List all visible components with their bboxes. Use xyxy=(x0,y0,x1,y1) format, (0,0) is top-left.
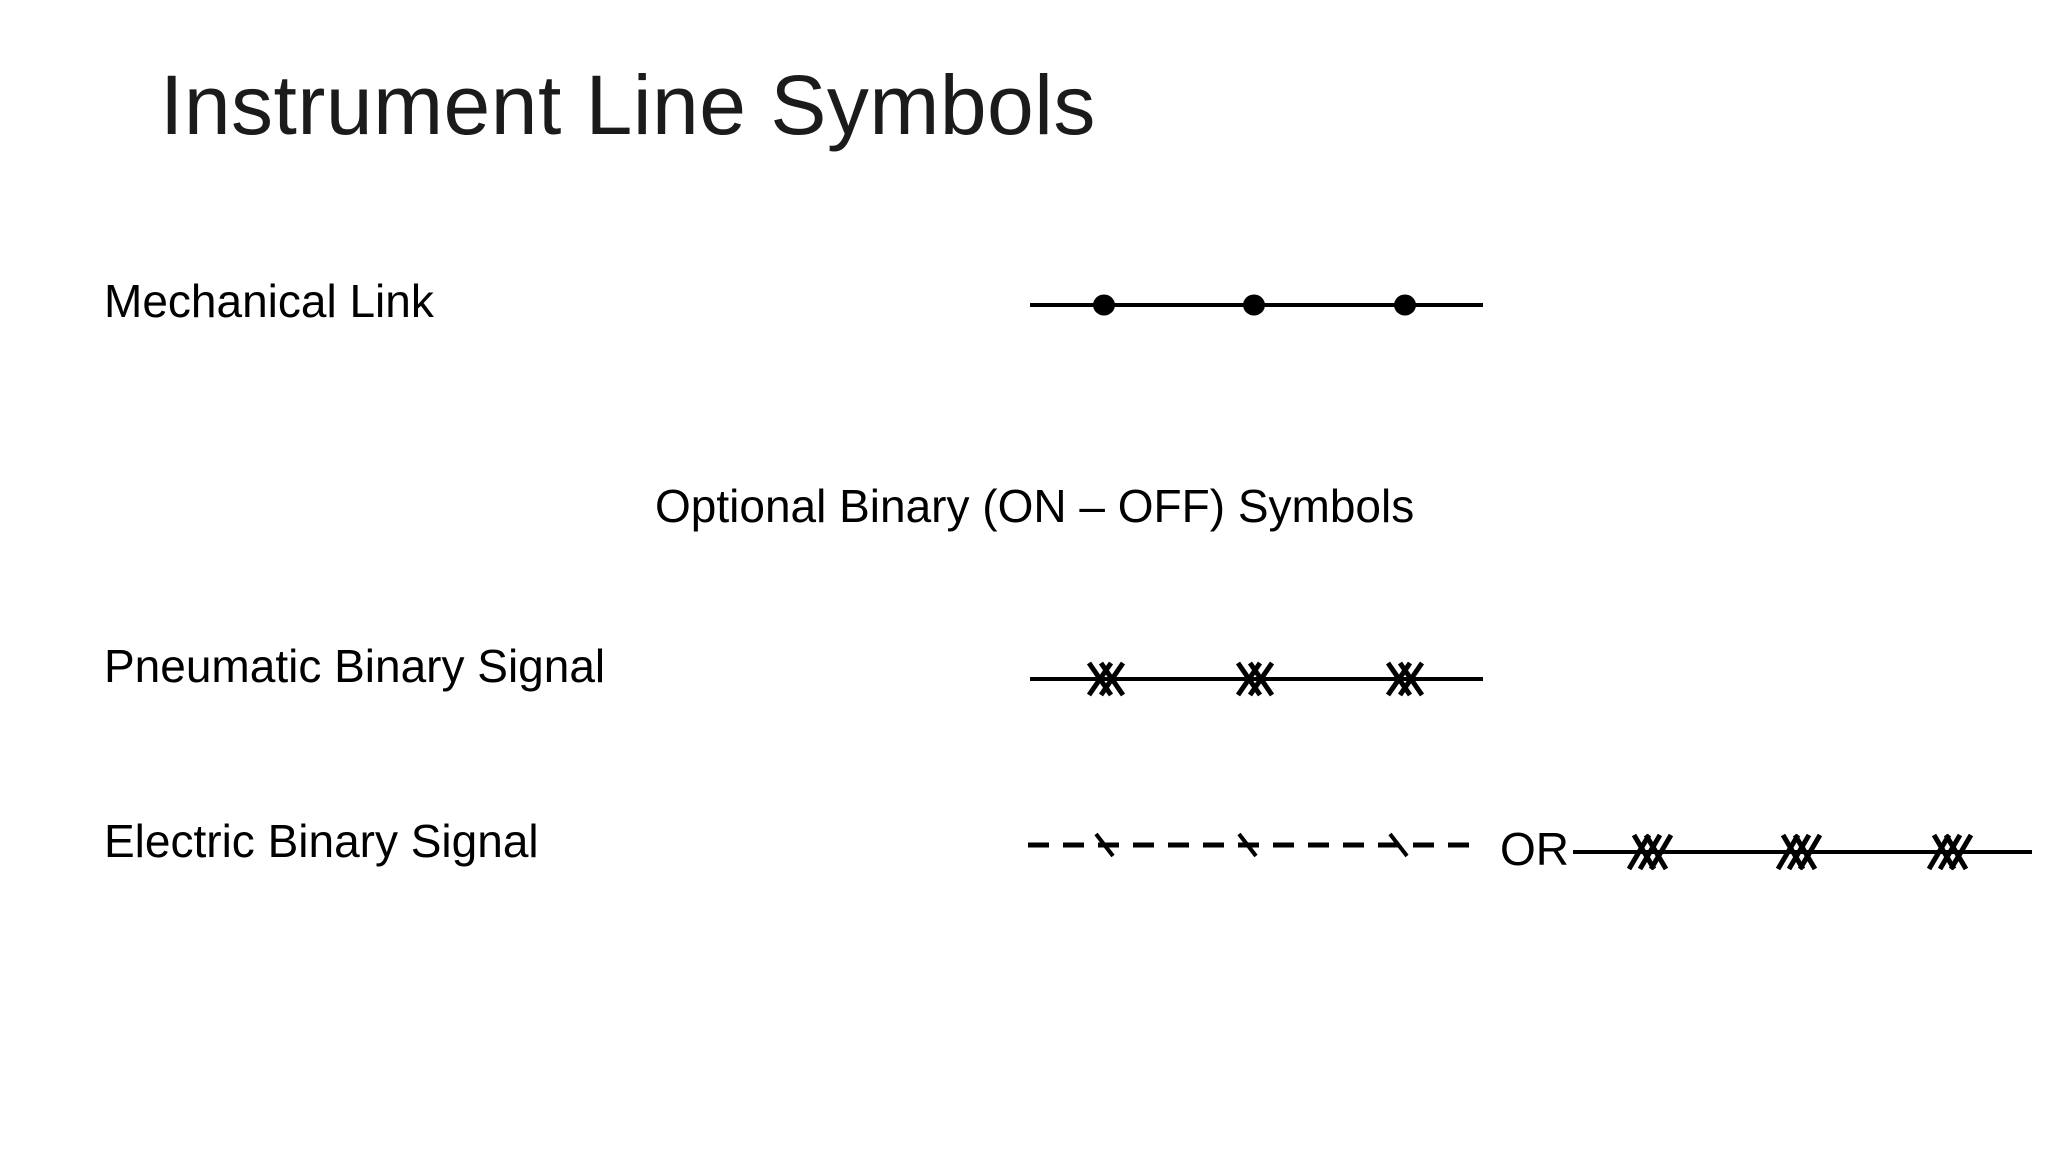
triple-cross-hatch-marker xyxy=(1926,833,1974,871)
or-connector-label: OR xyxy=(1500,823,1569,875)
electric-binary-signal-dashed-symbol xyxy=(1028,832,1476,858)
filled-circle-marker xyxy=(1093,294,1115,316)
pneumatic-binary-signal-label: Pneumatic Binary Signal xyxy=(104,640,606,692)
single-hatch-tick-marker xyxy=(1388,832,1409,858)
pneumatic-binary-signal-symbol xyxy=(1030,661,1483,697)
double-cross-hatch-marker xyxy=(1235,661,1275,697)
triple-cross-hatch-marker xyxy=(1626,833,1674,871)
mechanical-link-symbol xyxy=(1030,294,1483,316)
single-hatch-tick-marker xyxy=(1237,832,1258,858)
optional-binary-caption: Optional Binary (ON – OFF) Symbols xyxy=(655,480,1415,532)
page-title: Instrument Line Symbols xyxy=(160,58,1096,152)
single-hatch-tick-marker xyxy=(1094,832,1115,858)
double-cross-hatch-marker xyxy=(1086,661,1126,697)
mechanical-link-label: Mechanical Link xyxy=(104,275,434,327)
electric-binary-signal-label: Electric Binary Signal xyxy=(104,815,539,867)
double-cross-hatch-marker xyxy=(1385,661,1425,697)
triple-cross-hatch-marker xyxy=(1775,833,1823,871)
electric-binary-signal-solid-symbol xyxy=(1573,833,2032,871)
filled-circle-marker xyxy=(1394,294,1416,316)
filled-circle-marker xyxy=(1243,294,1265,316)
